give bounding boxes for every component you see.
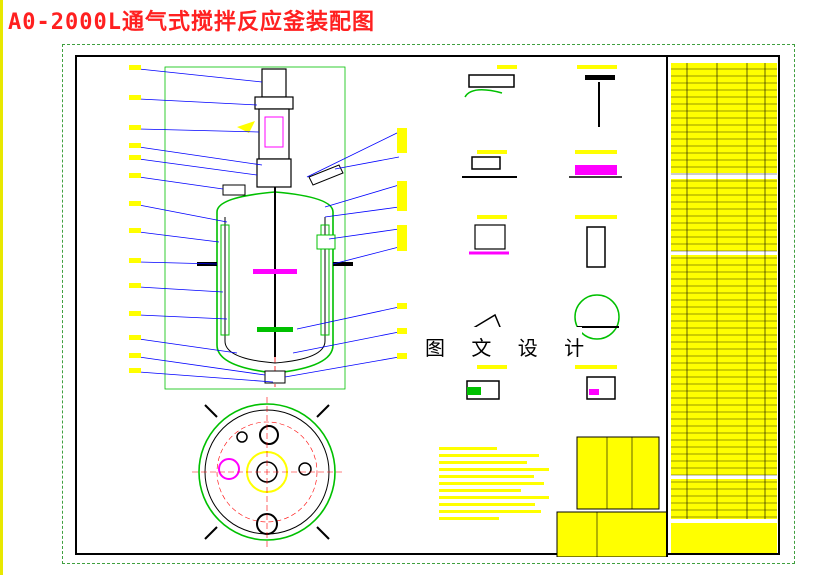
drawing-sheet: 图 文 设 计 (75, 55, 780, 557)
elevation-view (164, 66, 353, 390)
technical-notes-block (439, 447, 549, 520)
part-number-labels (129, 65, 407, 373)
left-edge-rule (0, 0, 3, 575)
plan-view (192, 397, 342, 547)
page-title: A0-2000L通气式搅拌反应釜装配图 (8, 10, 375, 35)
part-leader-lines (138, 68, 400, 383)
parts-list-rows (671, 68, 777, 518)
drawing-outer-frame (62, 44, 795, 564)
cad-drawing (129, 57, 777, 557)
detail-views (462, 65, 622, 400)
parts-list-table (666, 57, 777, 557)
watermark-box: 图 文 设 计 (417, 327, 584, 363)
small-tables (556, 436, 668, 557)
watermark-text: 图 文 设 计 (425, 336, 595, 360)
